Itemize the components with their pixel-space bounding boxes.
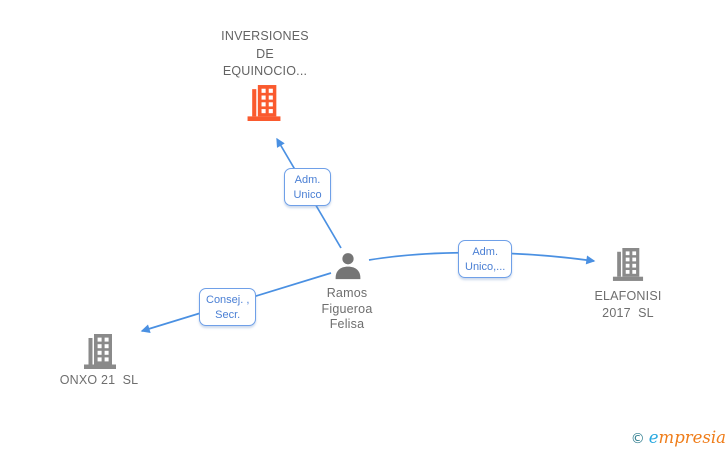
person-name-line3: Felisa: [329, 317, 365, 331]
edge-label-adm-unico-etc[interactable]: Adm. Unico,...: [458, 240, 513, 278]
person-name-line2: Figueroa: [321, 301, 373, 316]
left-company-name[interactable]: ONXO 21 SL: [39, 373, 159, 388]
top-company-name-line3: EQUINOCIO...: [222, 64, 308, 78]
edge-label-adm-unico-line2: Unico: [293, 188, 322, 201]
top-company-name[interactable]: INVERSIONES DE EQUINOCIO...: [175, 28, 355, 81]
copyright-icon: ©: [630, 431, 645, 447]
right-company-name-line2: 2017 SL: [602, 305, 654, 320]
building-icon-right-company[interactable]: [612, 247, 644, 281]
edge-label-consej-secr[interactable]: Consej. , Secr.: [199, 288, 257, 326]
left-company-name-line1: ONXO 21 SL: [59, 373, 139, 387]
person-icon[interactable]: [333, 251, 363, 281]
edge-label-consej-secr-line2: Secr.: [215, 308, 241, 321]
person-name-line1: Ramos: [326, 286, 368, 300]
empresia-logo[interactable]: © empresia: [630, 428, 726, 447]
edge-label-adm-unico-etc-line1: Adm.: [472, 246, 499, 258]
building-icon-left-company[interactable]: [83, 333, 117, 369]
edge-label-consej-secr-line1: Consej. ,: [206, 294, 250, 306]
edge-label-adm-unico-etc-line2: Unico,...: [465, 260, 506, 273]
right-company-name-line1: ELAFONISI: [594, 289, 662, 303]
top-company-name-line2: DE: [256, 46, 274, 61]
edge-label-adm-unico[interactable]: Adm. Unico: [284, 168, 331, 206]
top-company-name-line1: INVERSIONES: [221, 29, 309, 43]
empresia-wordmark: empresia: [648, 428, 726, 447]
edge-label-adm-unico-line1: Adm.: [294, 174, 321, 186]
building-icon-top-company[interactable]: [246, 84, 282, 121]
person-name[interactable]: Ramos Figueroa Felisa: [287, 286, 407, 333]
right-company-name[interactable]: ELAFONISI 2017 SL: [568, 288, 688, 321]
